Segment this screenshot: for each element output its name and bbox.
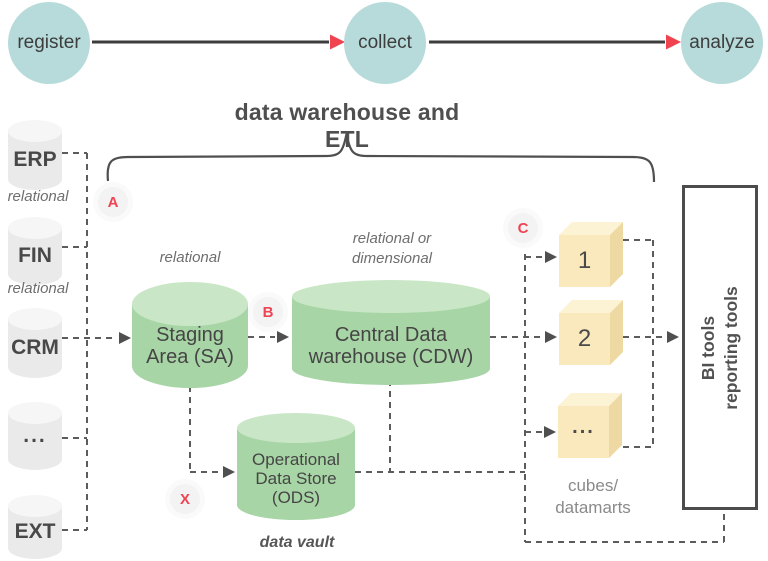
cdw-label: Central Data warehouse (CDW) xyxy=(292,280,490,385)
bi-tools-box: BI tools reporting tools xyxy=(682,185,758,510)
cylinder-top xyxy=(8,495,62,517)
cdw-type-line1: relational or xyxy=(352,230,432,247)
cube-top-face xyxy=(559,300,623,313)
staging-area-label: Staging Area (SA) xyxy=(132,282,248,388)
cylinder-top xyxy=(8,217,62,239)
cube-2-label: 2 xyxy=(577,325,592,352)
source-type-note-1: relational xyxy=(7,188,69,205)
source-label-fin: FIN xyxy=(18,244,52,267)
cylinder-top xyxy=(132,282,248,326)
cylinder-top xyxy=(237,413,355,443)
staging-label-line1: Staging xyxy=(156,324,224,346)
dashed-connectors xyxy=(62,152,725,543)
ods-label: Operational Data Store (ODS) xyxy=(237,413,355,520)
step-circle-collect: collect xyxy=(344,2,426,84)
source-type-note-2: relational xyxy=(7,280,69,297)
flow-arrowhead-collect xyxy=(330,34,345,50)
cube-front-face: 1 xyxy=(559,235,610,287)
staging-area-cylinder: Staging Area (SA) xyxy=(132,282,248,388)
badge-b: B xyxy=(253,297,283,327)
cube-3: ... xyxy=(558,393,622,458)
diagram-title: data warehouse and ETL xyxy=(234,99,460,152)
badge-x: X xyxy=(170,484,200,514)
source-cylinder-ext: EXT xyxy=(8,495,62,559)
cdw-cylinder: Central Data warehouse (CDW) xyxy=(292,280,490,385)
cube-top-face xyxy=(558,393,622,406)
source-cylinder-more: ... xyxy=(8,402,62,470)
cube-front-face: ... xyxy=(558,406,609,458)
cube-1-label: 1 xyxy=(577,247,592,274)
ods-cylinder: Operational Data Store (ODS) xyxy=(237,413,355,520)
ods-label-line1: Operational xyxy=(252,450,340,469)
bi-label-line1: BI tools xyxy=(698,315,718,380)
source-cylinder-fin: FIN xyxy=(8,217,62,285)
cube-2: 2 xyxy=(559,300,623,365)
cylinder-body xyxy=(237,428,355,520)
cube-front-face: 2 xyxy=(559,313,610,365)
bi-label-line2: reporting tools xyxy=(721,285,741,410)
badge-a: A xyxy=(98,187,128,217)
source-label-ext: EXT xyxy=(14,520,56,543)
source-cylinder-crm: CRM xyxy=(8,308,62,378)
cubes-caption-line1: cubes/ xyxy=(567,476,619,495)
cylinder-top xyxy=(292,280,490,313)
step-label-analyze: analyze xyxy=(689,32,755,53)
cube-side-face xyxy=(610,222,623,287)
step-circle-register: register xyxy=(8,2,90,84)
flow-arrowhead-analyze xyxy=(666,34,681,50)
source-label-crm: CRM xyxy=(11,336,59,359)
cdw-label-line1: Central Data xyxy=(334,324,448,346)
step-circle-analyze: analyze xyxy=(681,2,763,84)
cubes-caption: cubes/ datamarts xyxy=(537,475,649,519)
cylinder-top xyxy=(8,402,62,424)
cube-side-face xyxy=(610,300,623,365)
cylinder-top xyxy=(8,120,62,142)
cube-top-face xyxy=(559,222,623,235)
dashed-arrowheads xyxy=(119,251,679,478)
step-label-register: register xyxy=(17,32,81,53)
cylinder-top xyxy=(8,308,62,330)
staging-label-line2: Area (SA) xyxy=(146,346,234,368)
step-label-collect: collect xyxy=(358,32,412,53)
bi-tools-label: BI tools reporting tools xyxy=(697,286,743,409)
cube-1: 1 xyxy=(559,222,623,287)
data-vault-note: data vault xyxy=(259,534,335,551)
ods-label-line2: Data Store xyxy=(255,469,337,488)
cubes-caption-line2: datamarts xyxy=(555,498,631,517)
ods-label-line3: (ODS) xyxy=(271,488,321,507)
staging-type-note: relational xyxy=(159,249,221,266)
cube-side-face xyxy=(609,393,622,458)
brace-bracket xyxy=(106,133,656,183)
cdw-label-line2: warehouse (CDW) xyxy=(308,346,474,368)
source-label-more: ... xyxy=(23,424,47,447)
cdw-type-line2: dimensional xyxy=(351,250,433,267)
badge-c: C xyxy=(508,213,538,243)
cdw-type-note: relational or dimensional xyxy=(312,229,472,269)
source-label-erp: ERP xyxy=(13,148,57,171)
cube-3-label: ... xyxy=(572,415,595,438)
source-cylinder-erp: ERP xyxy=(8,120,62,190)
